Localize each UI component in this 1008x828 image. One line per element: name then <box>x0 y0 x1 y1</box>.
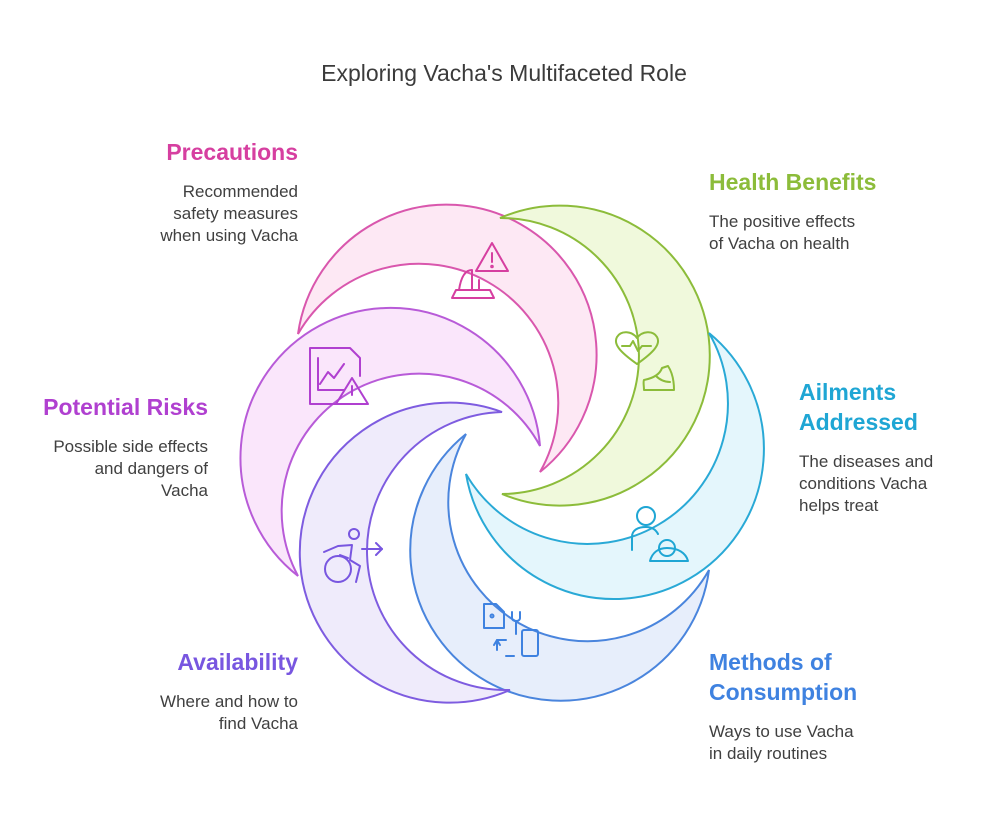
segment-health-benefits: Health Benefits The positive effects of … <box>709 167 989 255</box>
petal-methods <box>409 433 710 702</box>
segment-potential-risks: Potential Risks Possible side effects an… <box>10 392 208 502</box>
methods-heading: Methods of Consumption <box>709 649 858 705</box>
ailments-heading: Ailments Addressed <box>799 379 918 435</box>
ailments-description: The diseases and conditions Vacha helps … <box>799 452 934 515</box>
chart-warning-icon <box>309 347 369 405</box>
availability-description: Where and how to find Vacha <box>160 692 298 733</box>
warning-scale-icon <box>451 242 509 299</box>
heart-muscle-icon <box>615 331 675 391</box>
health-benefits-description: The positive effects of Vacha on health <box>709 212 856 253</box>
segment-precautions: Precautions Recommended safety measures … <box>60 137 298 247</box>
precautions-description: Recommended safety measures when using V… <box>160 182 298 245</box>
potential-risks-heading: Potential Risks <box>43 394 208 420</box>
diagram-title: Exploring Vacha's Multifaceted Role <box>321 60 687 86</box>
device-cycle-icon <box>483 603 539 657</box>
petal-health-benefits <box>499 204 711 507</box>
availability-heading: Availability <box>177 649 298 675</box>
petal-potential-risks <box>239 306 541 577</box>
wheelchair-arrow-icon <box>323 528 383 583</box>
caregiver-icon <box>631 506 689 562</box>
health-benefits-heading: Health Benefits <box>709 169 877 195</box>
segment-methods: Methods of Consumption Ways to use Vacha… <box>709 647 989 765</box>
petal-ailments <box>465 332 765 600</box>
methods-description: Ways to use Vacha in daily routines <box>709 722 854 763</box>
segment-ailments: Ailments Addressed The diseases and cond… <box>799 377 999 517</box>
petal-availability <box>298 401 511 704</box>
petal-precautions <box>297 203 598 473</box>
segment-availability: Availability Where and how to find Vacha <box>60 647 298 735</box>
precautions-heading: Precautions <box>166 139 298 165</box>
potential-risks-description: Possible side effects and dangers of Vac… <box>53 437 208 500</box>
